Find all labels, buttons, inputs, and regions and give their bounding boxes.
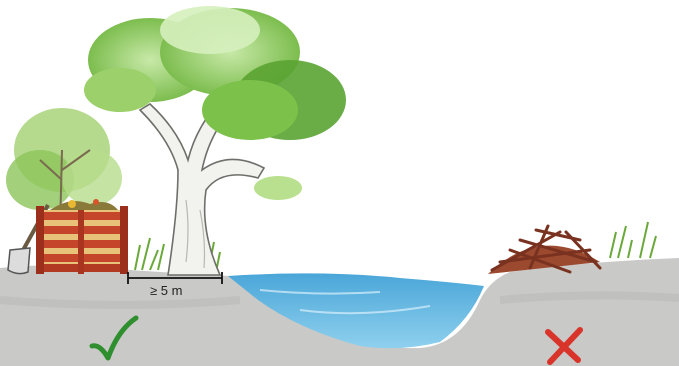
compost-bin — [36, 199, 128, 274]
distance-label: ≥ 5 m — [150, 283, 182, 298]
